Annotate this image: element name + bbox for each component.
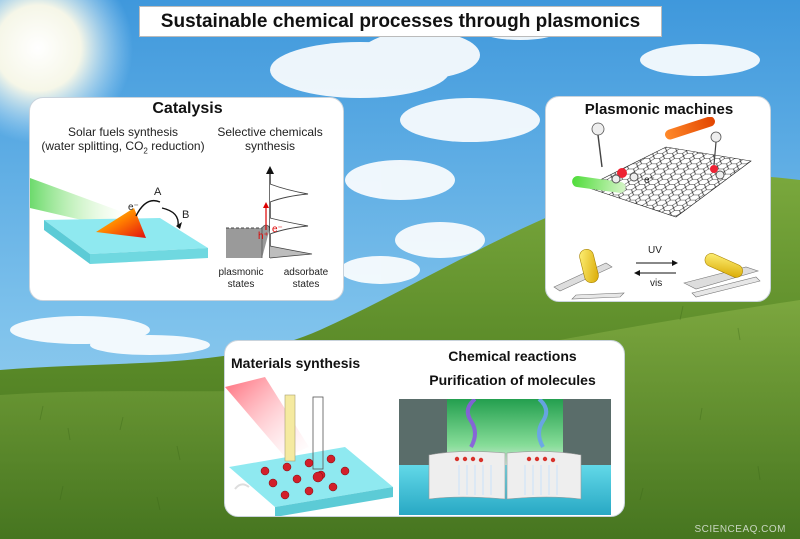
energy-diagram bbox=[226, 166, 313, 259]
materials-synthesis-title: Materials synthesis bbox=[231, 355, 361, 371]
molecular-switch-illustration bbox=[553, 248, 761, 300]
energy-h-label: h⁺ bbox=[258, 231, 269, 242]
label-a: A bbox=[154, 186, 162, 198]
red-light-beam bbox=[225, 377, 309, 457]
nanoparticles bbox=[260, 454, 350, 500]
graphene-illustration bbox=[572, 117, 752, 218]
clouds bbox=[10, 20, 760, 355]
materials-reactions-panel: Materials synthesis Chemical reactions P… bbox=[224, 340, 625, 517]
plasmonic-states-label: plasmonic states bbox=[213, 267, 269, 290]
catalysis-slab-top bbox=[44, 218, 208, 254]
watermark: SCIENCEAQ.COM bbox=[694, 524, 786, 535]
purple-stream-left bbox=[465, 399, 477, 448]
adsorbate-line1: adsorbate bbox=[283, 267, 329, 278]
adsorbate-states-label: adsorbate states bbox=[276, 267, 336, 290]
selective-chemicals-label: Selective chemicals synthesis bbox=[215, 125, 325, 154]
solar-fuels-line2a: (water splitting, CO bbox=[41, 138, 144, 153]
selective-line2: synthesis bbox=[244, 138, 296, 153]
solar-fuels-line2b: reduction) bbox=[151, 138, 205, 153]
plasmonic-machines-title: Plasmonic machines bbox=[584, 101, 734, 118]
yellow-rod-left bbox=[579, 248, 599, 284]
yellow-column bbox=[284, 394, 296, 462]
graphene-sheet bbox=[585, 146, 752, 218]
energy-e-label: e⁻ bbox=[272, 224, 283, 235]
machines-electron-label: e⁻ bbox=[644, 175, 655, 186]
plasmonic-line1: plasmonic bbox=[218, 267, 264, 278]
plasmonic-line2: states bbox=[227, 278, 255, 290]
green-rod bbox=[572, 176, 626, 193]
plasmonic-machines-panel: Plasmonic machines e⁻ bbox=[545, 96, 771, 302]
selective-line1: Selective chemicals bbox=[217, 125, 323, 139]
green-light-beam bbox=[30, 178, 125, 230]
catalysis-panel: Catalysis Solar fuels synthesis (water s… bbox=[29, 97, 344, 301]
solar-fuels-line1: Solar fuels synthesis bbox=[67, 125, 179, 139]
catalysis-title: Catalysis bbox=[152, 100, 223, 117]
uv-label: UV bbox=[648, 245, 662, 256]
solar-fuels-label: Solar fuels synthesis (water splitting, … bbox=[32, 125, 214, 156]
blue-stream-right bbox=[537, 399, 549, 448]
label-b: B bbox=[182, 209, 190, 221]
page-title: Sustainable chemical processes through p… bbox=[139, 6, 662, 37]
plasmonic-triangle bbox=[96, 208, 146, 238]
vis-label: vis bbox=[650, 278, 663, 289]
purification-title: Purification of molecules bbox=[429, 372, 596, 388]
chemical-reactions-illustration bbox=[399, 399, 611, 515]
yellow-rod-right bbox=[704, 253, 743, 278]
orange-rod bbox=[665, 117, 715, 140]
nanowire bbox=[312, 396, 324, 470]
materials-synthesis-illustration bbox=[225, 377, 393, 516]
solar-fuels-illustration bbox=[30, 178, 208, 264]
adsorbate-line2: states bbox=[292, 278, 320, 290]
electron-label: e⁻ bbox=[128, 202, 139, 213]
co2-subscript: 2 bbox=[143, 146, 148, 156]
red-atoms bbox=[454, 456, 556, 463]
chemical-reactions-title: Chemical reactions bbox=[448, 348, 577, 364]
materials-slab bbox=[229, 447, 393, 507]
